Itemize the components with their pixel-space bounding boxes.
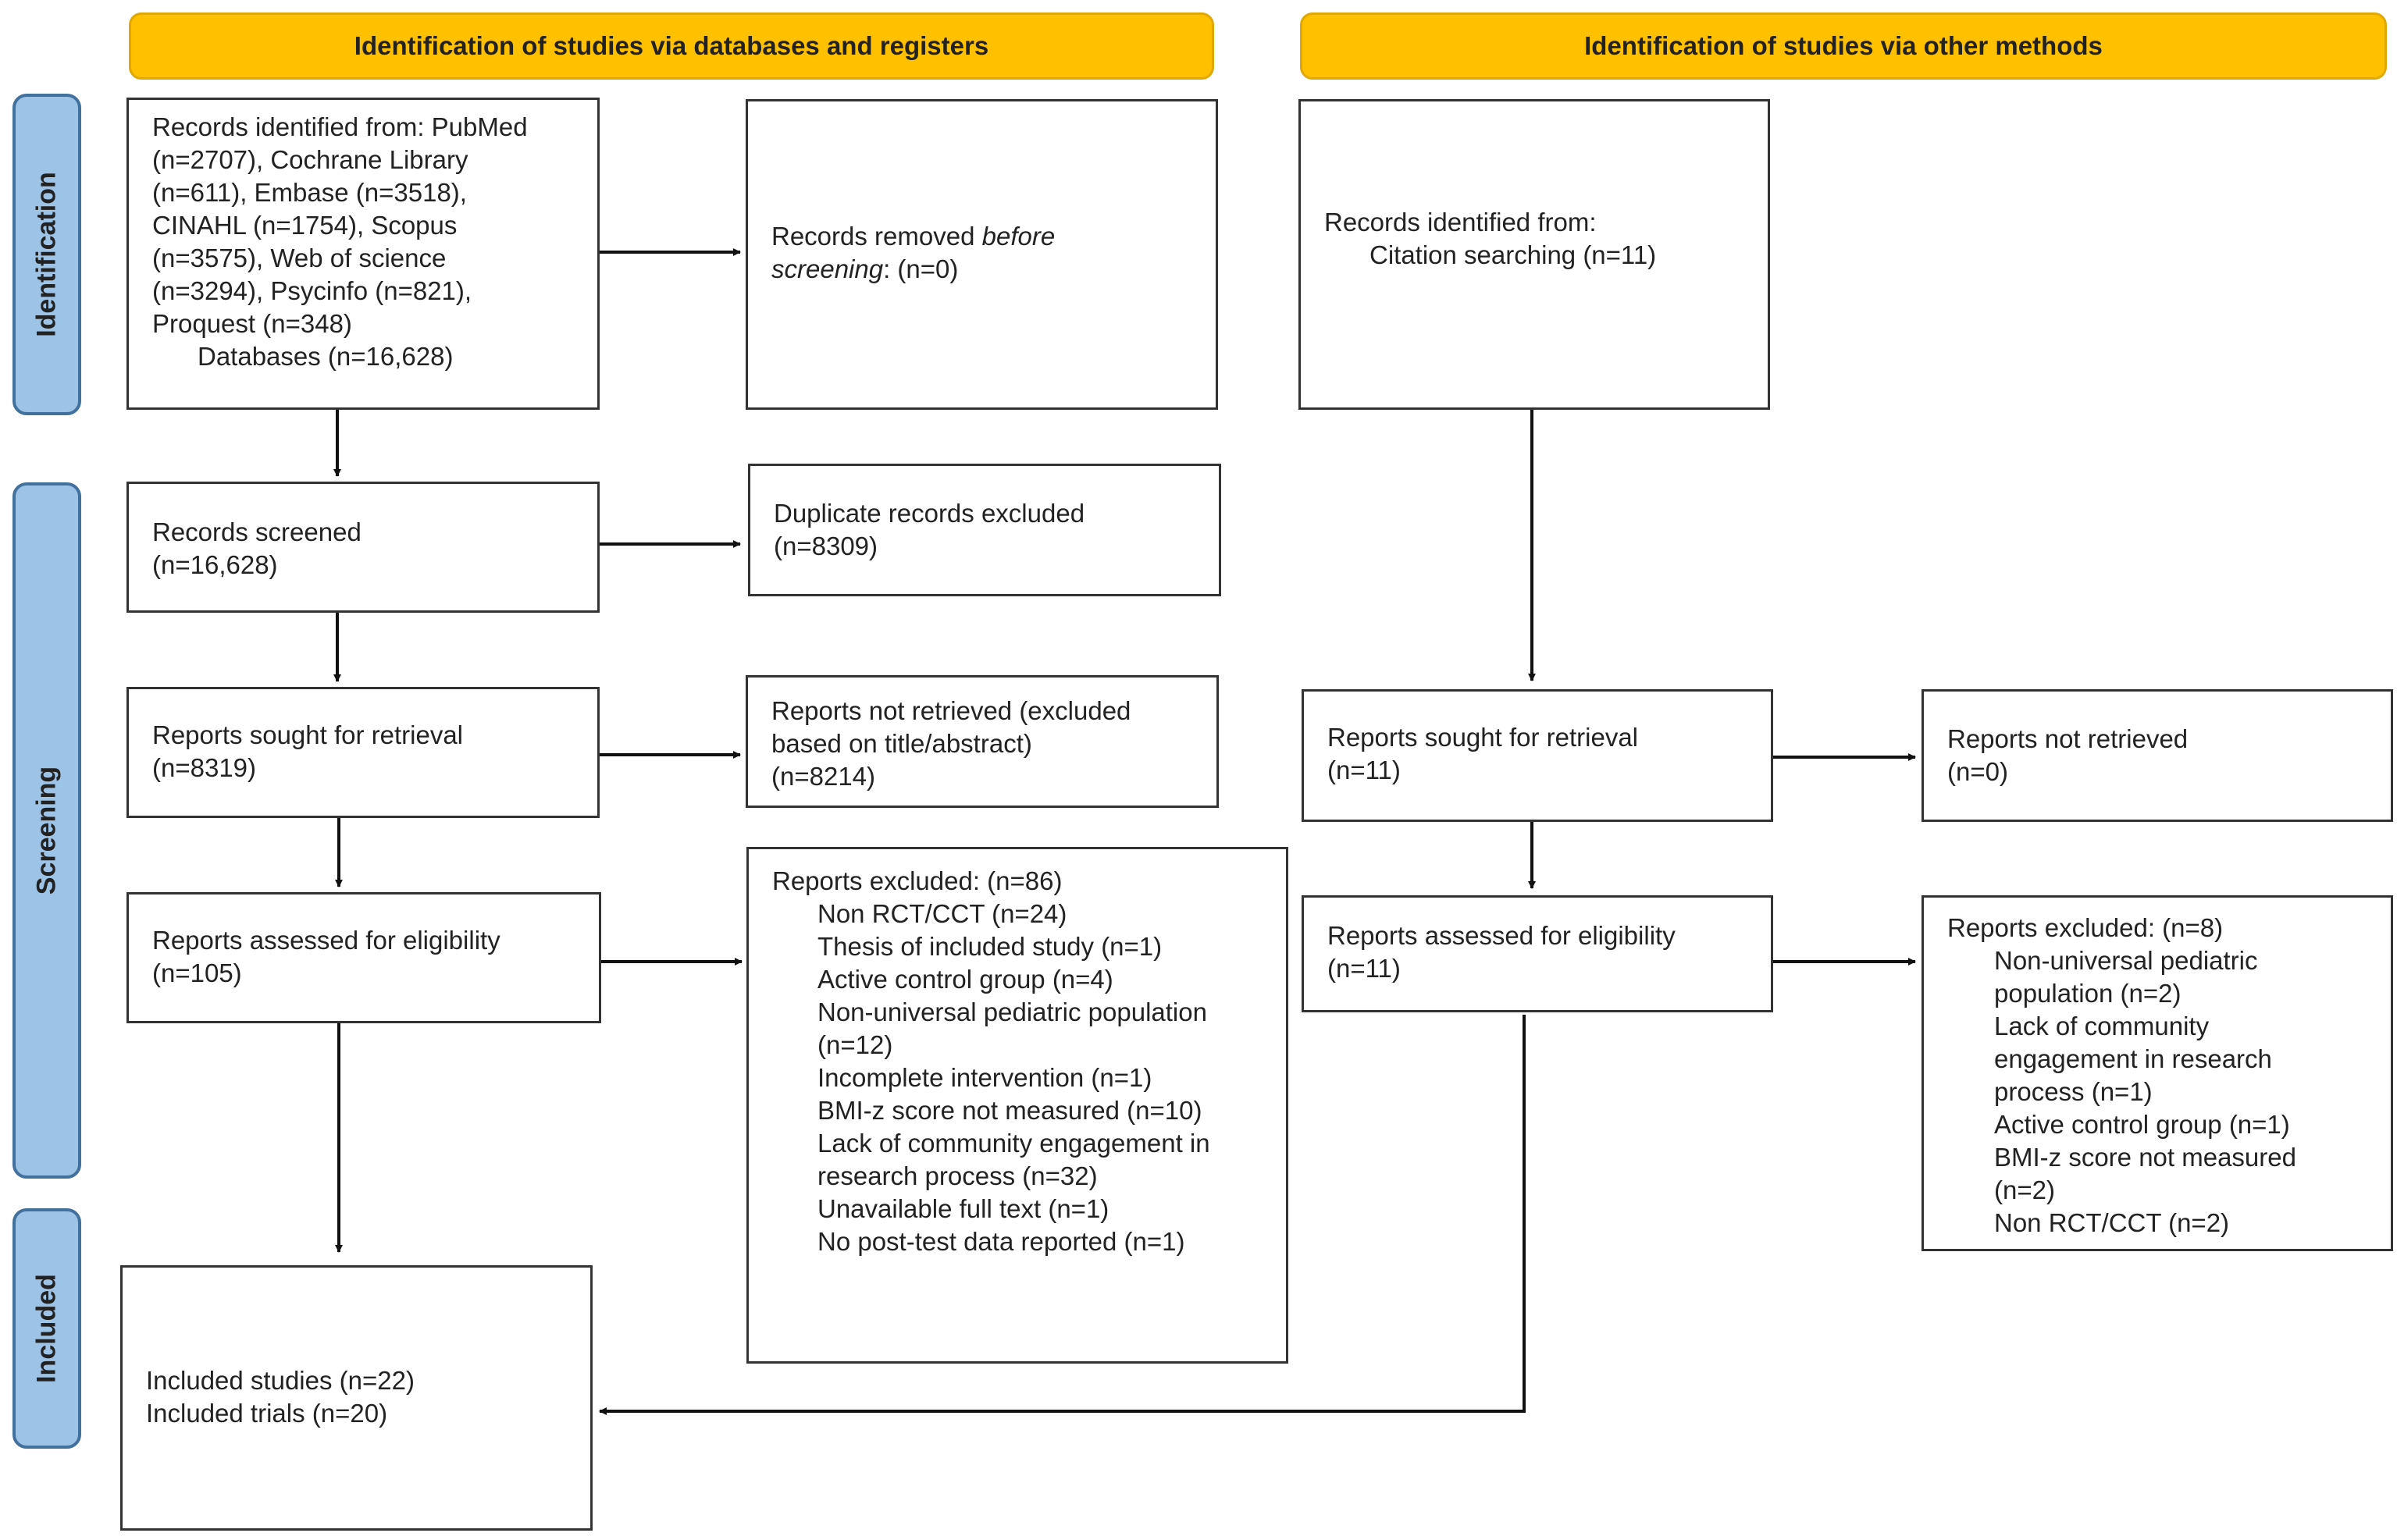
citation-records-identified-box: Records identified from: Citation search… [1298, 99, 1770, 410]
reports-not-retrieved-line: Reports not retrieved (excluded [771, 696, 1131, 725]
header-databases-registers: Identification of studies via databases … [129, 12, 1214, 80]
reports-not-retrieved-line: (n=8214) [771, 762, 876, 791]
reports-not-retrieved-line: based on title/abstract) [771, 729, 1032, 758]
reports-excluded-title: Reports excluded: (n=86) [772, 866, 1063, 895]
citation-reports-not-retrieved-box: Reports not retrieved (n=0) [1922, 689, 2393, 822]
citation-reports-assessed-line: Reports assessed for eligibility [1327, 921, 1676, 950]
reports-excluded-item: No post-test data reported (n=1) [817, 1227, 1185, 1256]
reports-excluded-item: (n=12) [817, 1030, 893, 1059]
citation-reports-excluded-item: BMI-z score not measured [1994, 1143, 2296, 1172]
reports-excluded-box: Reports excluded: (n=86) Non RCT/CCT (n=… [746, 847, 1288, 1364]
citation-reports-assessed-line: (n=11) [1327, 954, 1401, 983]
citation-reports-excluded-item: process (n=1) [1994, 1077, 2153, 1106]
citation-reports-excluded-item: population (n=2) [1994, 979, 2182, 1008]
records-identified-line: Proquest (n=348) [152, 309, 352, 338]
records-removed-suffix: : (n=0) [883, 254, 959, 283]
included-studies-line: Included studies (n=22) [146, 1366, 415, 1395]
citation-reports-not-retrieved-line: (n=0) [1947, 757, 2008, 786]
reports-assessed-box: Reports assessed for eligibility (n=105) [126, 892, 601, 1023]
records-identified-line: Databases (n=16,628) [198, 342, 454, 371]
records-identified-line: (n=2707), Cochrane Library [152, 145, 468, 174]
reports-excluded-item: Unavailable full text (n=1) [817, 1194, 1109, 1223]
reports-excluded-item: Non-universal pediatric population [817, 998, 1207, 1026]
records-removed-italic-screening: screening [771, 254, 884, 283]
arrow-citation-assessed-to-included [599, 1015, 1526, 1415]
reports-not-retrieved-box: Reports not retrieved (excluded based on… [746, 675, 1219, 808]
included-studies-box: Included studies (n=22) Included trials … [120, 1265, 593, 1531]
reports-excluded-item: Incomplete intervention (n=1) [817, 1063, 1152, 1092]
records-identified-line: CINAHL (n=1754), Scopus [152, 211, 458, 240]
citation-reports-excluded-box: Reports excluded: (n=8) Non-universal pe… [1922, 895, 2393, 1251]
reports-assessed-line: Reports assessed for eligibility [152, 926, 500, 955]
reports-excluded-item: BMI-z score not measured (n=10) [817, 1096, 1202, 1125]
included-trials-line: Included trials (n=20) [146, 1399, 388, 1428]
citation-reports-excluded-item: (n=2) [1994, 1175, 2055, 1204]
reports-excluded-item: research process (n=32) [817, 1161, 1098, 1190]
records-identified-line: (n=3294), Psycinfo (n=821), [152, 276, 472, 305]
citation-reports-assessed-box: Reports assessed for eligibility (n=11) [1302, 895, 1773, 1012]
citation-reports-excluded-item: Lack of community [1994, 1012, 2210, 1040]
records-removed-prefix: Records removed [771, 222, 982, 251]
phase-identification: Identification [12, 94, 81, 415]
records-removed-line1: Records removed before [771, 220, 1192, 253]
citation-reports-sought-box: Reports sought for retrieval (n=11) [1302, 689, 1773, 822]
phase-screening: Screening [12, 482, 81, 1179]
reports-excluded-item: Non RCT/CCT (n=24) [817, 899, 1067, 928]
citation-reports-sought-line: (n=11) [1327, 756, 1401, 784]
citation-reports-excluded-item: engagement in research [1994, 1044, 2272, 1073]
duplicate-records-line: (n=8309) [774, 532, 878, 560]
header-other-methods: Identification of studies via other meth… [1300, 12, 2387, 80]
phase-included: Included [12, 1208, 81, 1449]
records-screened-line: (n=16,628) [152, 550, 278, 579]
citation-records-line: Records identified from: [1324, 208, 1597, 237]
duplicate-records-excluded-box: Duplicate records excluded (n=8309) [748, 464, 1221, 596]
citation-reports-excluded-item: Non-universal pediatric [1994, 946, 2258, 975]
records-identified-line: Records identified from: PubMed [152, 112, 528, 141]
citation-reports-excluded-title: Reports excluded: (n=8) [1947, 913, 2224, 942]
reports-sought-line: Reports sought for retrieval [152, 720, 464, 749]
reports-excluded-item: Active control group (n=4) [817, 965, 1113, 994]
citation-reports-excluded-item: Non RCT/CCT (n=2) [1994, 1208, 2230, 1237]
duplicate-records-line: Duplicate records excluded [774, 499, 1085, 528]
reports-sought-box: Reports sought for retrieval (n=8319) [126, 687, 600, 818]
citation-reports-not-retrieved-line: Reports not retrieved [1947, 724, 2189, 753]
records-removed-line2: screening: (n=0) [771, 253, 1192, 286]
records-removed-italic-before: before [981, 222, 1056, 251]
citation-reports-sought-line: Reports sought for retrieval [1327, 723, 1639, 752]
records-identified-line: (n=611), Embase (n=3518), [152, 178, 467, 207]
records-removed-box: Records removed before screening: (n=0) [746, 99, 1218, 410]
reports-assessed-line: (n=105) [152, 958, 242, 987]
records-identified-databases-box: Records identified from: PubMed (n=2707)… [126, 98, 600, 410]
records-screened-box: Records screened (n=16,628) [126, 482, 600, 613]
records-screened-line: Records screened [152, 517, 362, 546]
citation-records-line: Citation searching (n=11) [1369, 240, 1657, 269]
reports-excluded-item: Lack of community engagement in [817, 1129, 1210, 1158]
reports-sought-line: (n=8319) [152, 753, 257, 782]
reports-excluded-item: Thesis of included study (n=1) [817, 932, 1163, 961]
citation-reports-excluded-item: Active control group (n=1) [1994, 1110, 2290, 1139]
records-identified-line: (n=3575), Web of science [152, 244, 447, 272]
